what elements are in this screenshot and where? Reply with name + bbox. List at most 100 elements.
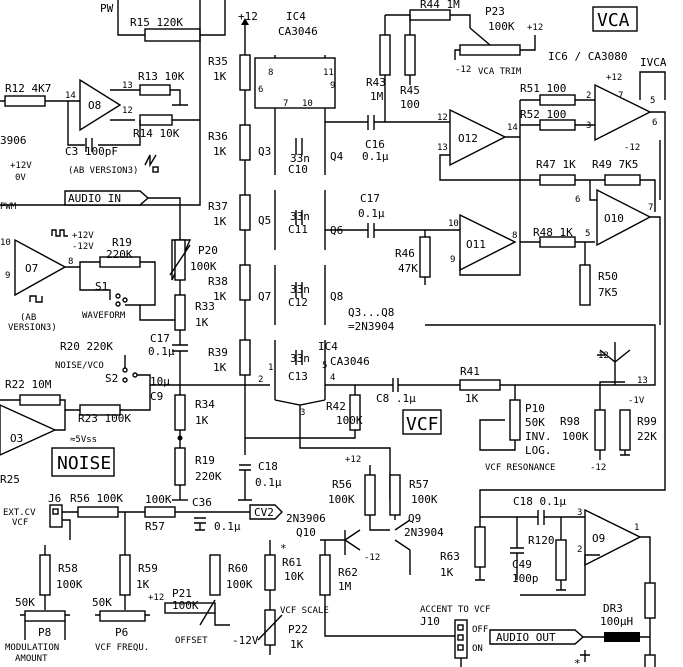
cv2-label: CV2	[254, 506, 274, 519]
opamp-o9	[584, 508, 642, 567]
resistor-r57	[119, 554, 131, 596]
r39-value: 1K	[213, 361, 227, 374]
wire	[274, 399, 391, 500]
r94-label: R98	[560, 415, 580, 428]
r57-label: R59	[138, 562, 158, 575]
r43-value: 1M	[370, 90, 384, 103]
o8-label: O8	[88, 99, 101, 112]
r35-label: R35	[208, 55, 228, 68]
q10-part: 2N3906	[286, 512, 326, 525]
resistor-r37	[239, 194, 251, 231]
capacitor-c3	[85, 138, 93, 152]
resistor-r61	[474, 526, 486, 568]
plus12-vca: +12	[527, 23, 543, 33]
r12-label: R12 4K7	[5, 82, 51, 95]
switch-contact	[122, 297, 128, 303]
r59-label: R61	[282, 556, 302, 569]
c12-value: 33n	[290, 283, 310, 296]
wire	[245, 384, 393, 439]
capacitor-c14	[392, 378, 399, 392]
jack-j6[interactable]	[49, 504, 63, 528]
o3-label: O3	[10, 432, 23, 445]
capacitor-c9	[172, 344, 188, 385]
pwm-label: PWM	[0, 202, 17, 212]
square-wave-icon	[51, 229, 68, 237]
pin: 11	[323, 68, 334, 78]
resistor-r63	[644, 582, 656, 619]
wire	[479, 385, 516, 451]
r32-label: R33	[195, 300, 215, 313]
p8-label: P8	[38, 626, 51, 639]
switch-contact	[132, 372, 138, 378]
ab-version3-label: (AB VERSION3)	[68, 166, 138, 176]
r40-value: 100K	[336, 414, 363, 427]
p22-label: P22	[288, 623, 308, 636]
q-note: Q3...Q8	[348, 306, 394, 319]
resistor-r50	[579, 264, 591, 306]
resistor-r34	[174, 447, 186, 486]
wire	[459, 179, 656, 276]
vcf-label: VCF	[406, 414, 439, 435]
ground	[475, 567, 485, 581]
c10-value: 33n	[290, 152, 310, 165]
r38-value: 1K	[213, 290, 227, 303]
pin: 5	[585, 229, 590, 239]
jack-pin	[457, 644, 464, 651]
switch-contact	[122, 367, 128, 373]
resistor-r32	[174, 294, 186, 331]
offset-label: OFFSET	[175, 636, 208, 646]
noise-label: NOISE	[57, 453, 111, 474]
r47-label: R47 1K	[536, 158, 576, 171]
jack-pin	[457, 634, 464, 641]
pin: 6	[258, 85, 263, 95]
r61-value: 1K	[440, 566, 454, 579]
r48-label: R48 1K	[533, 226, 573, 239]
c15-label: C18	[258, 460, 278, 473]
p10-inv: INV.	[525, 430, 552, 443]
c13-label: C13	[288, 370, 308, 383]
noise-box	[51, 447, 115, 477]
r34-value: 220K	[195, 470, 222, 483]
q4-label: Q4	[330, 150, 344, 163]
minus1v-label: -1V	[628, 396, 645, 406]
resistor-r62	[555, 539, 567, 581]
c11-value: 33n	[290, 210, 310, 223]
wire	[139, 305, 180, 321]
pin: 7	[283, 99, 288, 109]
resistor-r38	[239, 264, 251, 301]
r95-value: 22K	[637, 430, 657, 443]
vcf-frequ-label: VCF FREQU.	[95, 643, 149, 653]
resistor-r35	[239, 54, 251, 91]
pin: 9	[450, 255, 455, 265]
wire	[556, 517, 566, 591]
jack-pin	[457, 624, 464, 631]
noise-vco-label: NOISE/VCO	[55, 361, 104, 371]
pin: 7	[648, 203, 653, 213]
pin: 6	[652, 118, 657, 128]
r104-label: R41	[460, 365, 480, 378]
vca-trim-label: VCA TRIM	[478, 67, 522, 77]
resistor-r12	[4, 95, 46, 107]
pin: 9	[5, 271, 10, 281]
pot-arrow	[469, 27, 491, 46]
plus12-top: +12	[238, 10, 258, 23]
resistor-r95	[619, 409, 631, 451]
r42-label: R56	[332, 478, 352, 491]
pin: 12	[437, 113, 448, 123]
resistor-r22	[19, 394, 61, 406]
pin: 13	[637, 376, 648, 386]
r99-value: 100K	[145, 493, 172, 506]
on-label: ON	[472, 644, 483, 654]
j10-label: J10	[420, 615, 440, 628]
pot-p8	[24, 610, 66, 622]
c17-value: 0.1µ	[358, 207, 385, 220]
wire	[65, 261, 156, 306]
vcf-resonance-label: VCF RESONANCE	[485, 463, 555, 473]
resistor-r36	[239, 124, 251, 161]
o11-label: O11	[466, 238, 486, 251]
r98-label: R56 100K	[70, 492, 123, 505]
resistor-r51	[539, 94, 576, 106]
resistor-r56	[39, 554, 51, 596]
pin: 13	[122, 81, 133, 91]
